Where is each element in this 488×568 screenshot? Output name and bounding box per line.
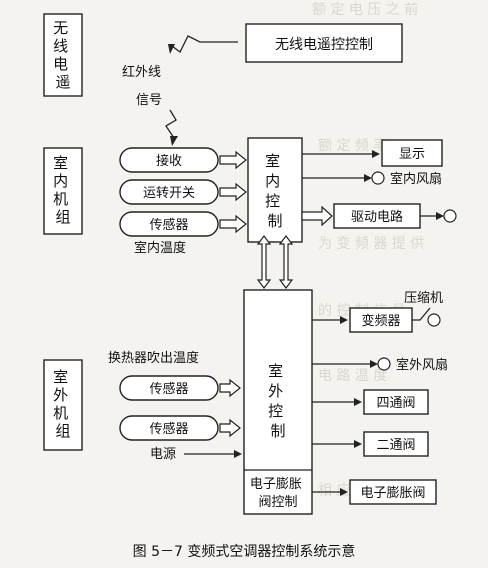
infrared-label: 红外线: [122, 64, 161, 80]
indoor-sensor-label: 传感器: [149, 217, 188, 233]
lightning-bolt-signal: [165, 109, 177, 139]
lightning-bolt-top: [171, 35, 238, 53]
outdoor-fan-circle: [377, 357, 391, 371]
outdoor-unit-label: 室 外 机 组: [53, 368, 73, 440]
lightning-arrow-top: [168, 44, 175, 54]
drive-circuit-label: 驱动电路: [351, 209, 403, 225]
eev-control-label: 电子膨胀 阀控制: [250, 477, 306, 510]
arrowhead-drive-output: [436, 212, 444, 220]
arrow-run-switch: [219, 182, 247, 202]
indoor-temperature-label: 室内温度: [134, 240, 186, 256]
eev-box: [349, 479, 437, 505]
indoor-fan-label: 室内风扇: [390, 171, 442, 187]
indoor-control-box: [247, 137, 303, 243]
compressor-label: 压缩机: [404, 290, 443, 306]
arrowhead-power: [234, 450, 242, 458]
bg-text-3: 为 变 频 器 提 供: [318, 236, 424, 252]
outdoor-control-box: [243, 289, 313, 515]
exchanger-temperature-label: 换热器吹出温度: [108, 350, 199, 366]
arrow-drive-circuit: [301, 205, 333, 227]
outdoor-sensor-label: 传感器: [149, 421, 188, 437]
four-way-valve-label: 四通阀: [376, 396, 415, 411]
wireless-remote-control-box: [245, 23, 403, 63]
double-arrow-right: [278, 235, 294, 289]
indoor-control-label: 室 内 控 制: [265, 152, 285, 230]
wireless-controller-label: 无 线 电 遥: [53, 19, 73, 91]
arrow-outdoor-sensor: [219, 418, 241, 438]
arrowhead-outdoor-fan: [370, 360, 378, 368]
drive-circuit-box: [333, 203, 421, 229]
eev-label: 电子膨胀阀: [360, 486, 425, 501]
arrowhead-two-way-valve: [354, 440, 362, 448]
drive-output-circle: [443, 209, 457, 223]
arrow-receive: [219, 150, 247, 170]
two-way-valve-box: [363, 431, 429, 457]
arrow-exchanger-sensor: [219, 378, 241, 398]
indoor-sensor-pill: [119, 211, 219, 237]
arrowhead-four-way-valve: [354, 398, 362, 406]
outdoor-sensor-pill: [119, 415, 219, 441]
power-label: 电源: [150, 447, 176, 462]
wireless-controller-box: [43, 13, 83, 97]
indoor-unit-box: [43, 147, 83, 235]
arrowhead-inverter: [340, 316, 348, 324]
run-switch-pill: [119, 179, 219, 205]
exchanger-sensor-label: 传感器: [149, 381, 188, 397]
outdoor-control-label: 室 外 控 制: [268, 362, 288, 440]
lightning-arrow-signal: [170, 136, 178, 146]
arrowhead-eev: [340, 488, 348, 496]
bg-text-2: 额 定 频 率: [318, 137, 387, 154]
arrow-indoor-sensor: [219, 214, 247, 234]
display-box: [381, 139, 443, 167]
double-arrow-left: [256, 235, 272, 289]
display-label: 显示: [399, 147, 425, 162]
arrowhead-display: [372, 150, 380, 158]
figure-caption: 图 5－7 变频式空调器控制系统示意: [133, 543, 356, 560]
indoor-unit-label: 室 内 机 组: [53, 154, 73, 226]
arrowhead-indoor-fan: [364, 174, 372, 182]
receive-pill: [119, 147, 219, 173]
indoor-fan-circle: [371, 171, 385, 185]
exchanger-sensor-pill: [119, 375, 219, 401]
inverter-box: [349, 307, 413, 333]
bg-text-5: 电 路 温 度: [318, 368, 387, 384]
inverter-label: 变频器: [361, 313, 400, 329]
four-way-valve-box: [363, 389, 429, 415]
outdoor-fan-label: 室外风扇: [396, 357, 448, 373]
receive-label: 接收: [156, 153, 182, 169]
bg-text-1: 额 定 电 压 之 前: [312, 1, 418, 18]
two-way-valve-label: 二通阀: [376, 438, 415, 453]
line-to-compressor: [412, 307, 431, 321]
signal-label: 信号: [136, 93, 162, 108]
run-switch-label: 运转开关: [143, 186, 195, 201]
outdoor-unit-box: [43, 359, 83, 451]
wireless-remote-control-label: 无线电遥控控制: [275, 37, 373, 53]
compressor-circle: [427, 313, 441, 327]
